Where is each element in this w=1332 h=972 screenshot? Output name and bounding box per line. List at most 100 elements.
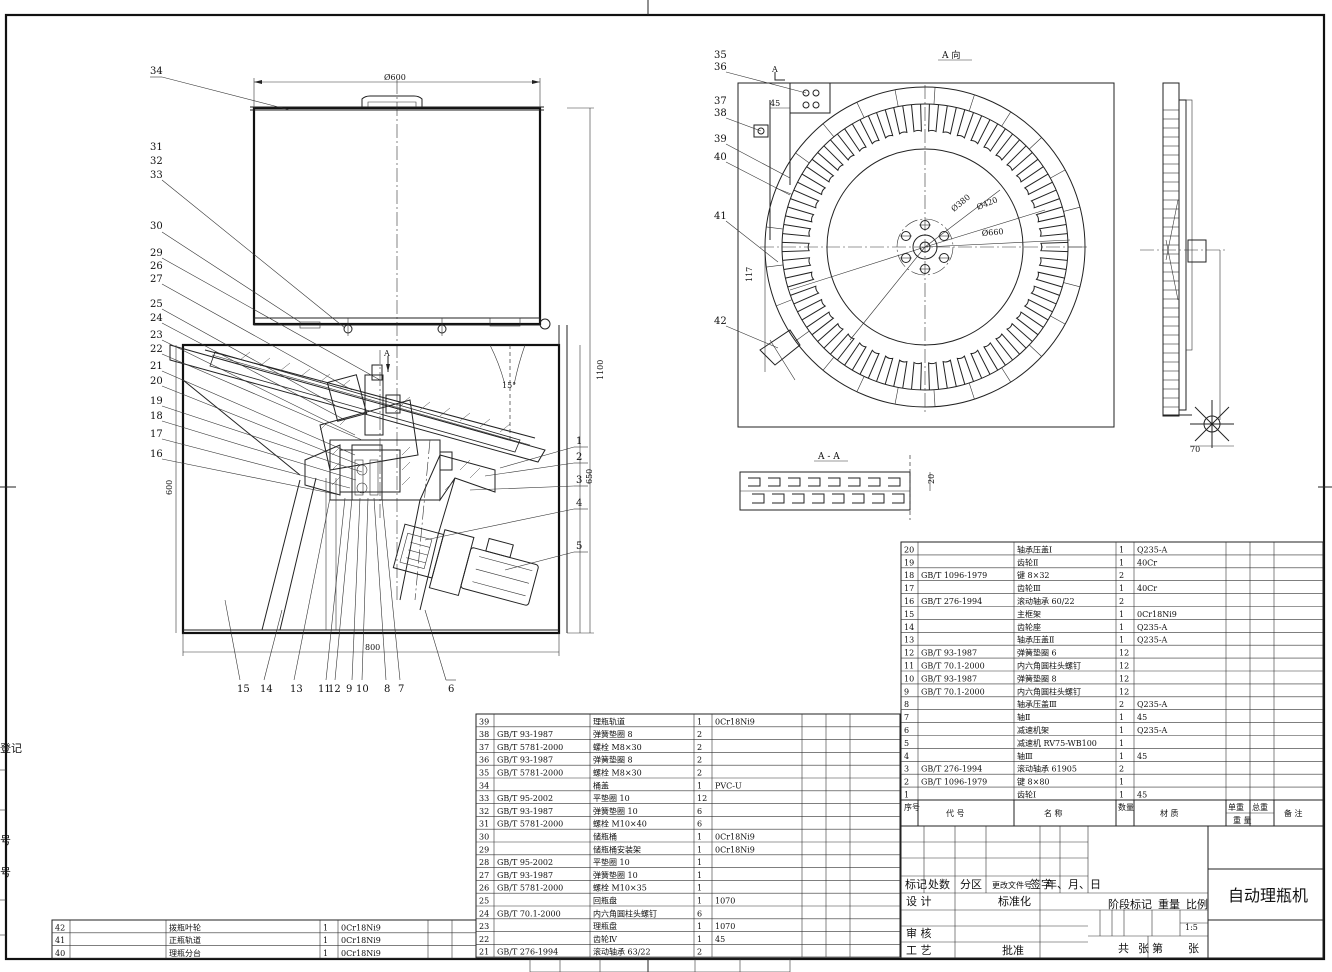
bom-cell: 齿轮Ⅳ [593, 934, 618, 944]
dim-total-height: 1100 [596, 360, 605, 380]
balloon: 41 [714, 211, 727, 222]
bom-cell: GB/T 93-1987 [497, 807, 553, 816]
bom-cell: 螺栓 M8×30 [593, 768, 642, 778]
bom-cell: 1 [1119, 636, 1124, 645]
bom-cell: 36 [479, 756, 489, 765]
bom-cell: 40Cr [1137, 558, 1157, 567]
gear-housing: A [304, 349, 441, 520]
bom-cell: 1 [1119, 739, 1124, 748]
bom-cell: GB/T 93-1987 [497, 730, 553, 739]
bom-cell: 1 [697, 884, 702, 893]
left-edge-label: 号 [0, 834, 11, 847]
bom-cell: GB/T 93-1987 [497, 756, 553, 765]
bom-cell: 8 [904, 700, 909, 709]
left-edge-labels: 登记 号 号 [0, 741, 22, 936]
balloon: 16 [150, 449, 163, 460]
bom-cell: GB/T 95-2002 [497, 794, 553, 803]
bom-cell: 35 [479, 769, 489, 778]
bom-cell: 螺栓 M8×30 [593, 742, 642, 752]
bom-header-qty: 数量 [1118, 802, 1134, 812]
balloon: 31 [150, 142, 163, 153]
bom-cell: 45 [1137, 791, 1147, 800]
tb-label-total: 共 [1118, 942, 1129, 955]
bom-cell: 1 [1119, 713, 1124, 722]
bom-cell: 理瓶分台 [169, 948, 201, 958]
bom-cell: 34 [479, 781, 489, 790]
tray-hatching [239, 351, 511, 433]
bom-header-weight: 重 量 [1233, 815, 1252, 825]
bom-cell: 9 [904, 687, 909, 696]
bom-cell: 0Cr18Ni9 [341, 936, 381, 945]
bom-cell: 滚动轴承 61905 [1017, 764, 1077, 774]
bom-cell: Q235-A [1137, 623, 1168, 632]
bom-cell: 2 [697, 730, 702, 739]
balloon: 34 [150, 66, 163, 77]
bom-cell: GB/T 93-1987 [921, 674, 977, 683]
balloon: 4 [576, 498, 582, 509]
bom-cell: 储瓶桶安装架 [593, 844, 641, 854]
frame-dims: 800 600 1100 650 [165, 107, 605, 656]
dim-bracket-offset: 45 [770, 99, 780, 108]
hub-bolts [899, 220, 951, 274]
tb-label-sheet-no: 第 [1152, 941, 1163, 955]
bom-cell: 1 [1119, 752, 1124, 761]
dim-frame-width: 800 [365, 643, 380, 652]
balloon: 13 [290, 684, 303, 695]
bom-cell: 17 [904, 584, 914, 593]
bom-cell: 28 [479, 858, 489, 867]
tb-label-sheets-total: 张 [1138, 942, 1149, 955]
balloon: 37 [714, 96, 727, 107]
balloon: 33 [150, 170, 163, 181]
reducer-motor [392, 523, 539, 606]
bom-cell: 1 [323, 923, 328, 932]
dim-barrel-diameter: Ø600 [384, 73, 406, 82]
tb-label-date: 年、月、日 [1046, 877, 1101, 891]
bom-cell: 1 [697, 858, 702, 867]
bom-cell: Q235-A [1137, 700, 1168, 709]
bom-cell: 2 [697, 756, 702, 765]
bom-cell: 45 [1137, 713, 1147, 722]
bom-cell: 12 [1119, 662, 1129, 671]
bom-cell: 22 [479, 935, 489, 944]
tb-label-sheets: 张 [1188, 942, 1199, 955]
bom-cell: 主框架 [1017, 609, 1041, 619]
bom-cell: 1 [1119, 791, 1124, 800]
bom-cell: 25 [479, 897, 489, 906]
bom-cell: GB/T 5781-2000 [497, 884, 563, 893]
balloon: 26 [150, 261, 163, 272]
title-block: 标记 处数 分区 更改文件号 签字 年、月、日 设 计 标准化 阶段标记 重量 … [900, 825, 1324, 959]
bom-cell: 1 [904, 791, 909, 800]
balloon: 29 [150, 248, 163, 259]
tb-scale-value: 1:5 [1185, 923, 1198, 932]
bom-cell: 20 [904, 545, 914, 554]
drawing-title: 自动理瓶机 [1228, 886, 1308, 905]
bom-cell: 0Cr18Ni9 [715, 717, 755, 726]
tb-label-design: 设 计 [906, 895, 932, 908]
bom-cell: 齿轮Ⅲ [1017, 583, 1041, 593]
bom-cell: 16 [904, 597, 914, 606]
bom-cell: 19 [904, 558, 914, 567]
bom-cell: 12 [1119, 687, 1129, 696]
top-view-a: A 向 45 117 A Ø380 Ø420 [714, 49, 1115, 428]
balloon: 19 [150, 396, 163, 407]
bom-cell: 2 [697, 769, 702, 778]
balloon: 24 [150, 313, 163, 324]
balloon: 39 [714, 134, 727, 145]
bom-cell: 0Cr18Ni9 [715, 833, 755, 842]
balloon: 18 [150, 411, 163, 422]
bom-cell: 1 [697, 935, 702, 944]
balloon: 35 [714, 50, 727, 61]
balloon: 40 [714, 152, 727, 163]
bom-cell: 1 [697, 781, 702, 790]
bom-cell: 21 [479, 948, 489, 957]
bom-cell: 轴承压盖Ⅰ [1017, 544, 1052, 554]
bom-cell: 12 [904, 649, 914, 658]
bom-cell: 2 [904, 778, 909, 787]
bom-cell: 40Cr [1137, 584, 1157, 593]
bom-cell: 33 [479, 794, 489, 803]
bom-cell: 正瓶轨道 [169, 935, 201, 945]
bom-cell: 12 [1119, 674, 1129, 683]
dim-section-thickness: 20 [927, 474, 936, 484]
bom-cell: 6 [697, 807, 702, 816]
bom-cell: 32 [479, 807, 489, 816]
